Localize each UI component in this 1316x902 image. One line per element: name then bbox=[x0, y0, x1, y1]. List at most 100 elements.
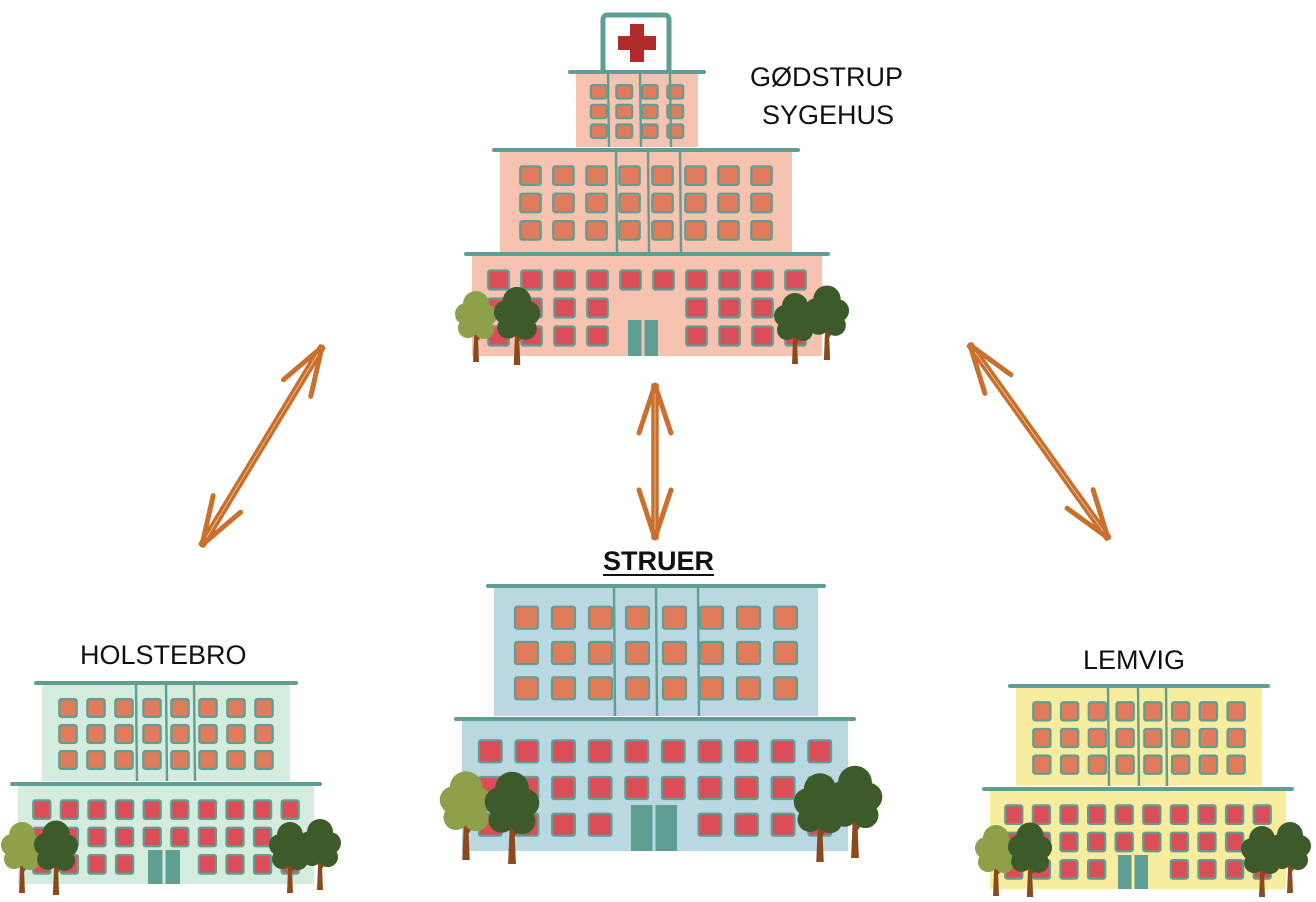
window bbox=[142, 724, 162, 744]
window bbox=[59, 799, 80, 821]
window bbox=[1142, 831, 1162, 853]
window bbox=[254, 698, 274, 718]
window bbox=[718, 269, 741, 291]
door-left bbox=[1118, 855, 1132, 889]
window bbox=[114, 724, 134, 744]
window bbox=[254, 750, 274, 770]
window bbox=[750, 165, 773, 187]
window bbox=[661, 605, 688, 630]
window bbox=[58, 698, 78, 718]
window bbox=[587, 676, 614, 701]
window bbox=[685, 297, 708, 319]
window bbox=[751, 269, 774, 291]
window bbox=[114, 799, 135, 821]
window bbox=[734, 775, 759, 801]
label-godstrup-line2: SYGEHUS bbox=[762, 100, 895, 130]
window bbox=[651, 165, 674, 187]
window bbox=[32, 799, 52, 821]
sign-frame bbox=[600, 12, 672, 72]
window bbox=[587, 775, 613, 801]
arrow-shaft bbox=[201, 346, 326, 548]
window bbox=[197, 826, 218, 848]
window bbox=[615, 123, 634, 139]
window bbox=[1224, 831, 1245, 853]
window bbox=[735, 640, 762, 666]
window bbox=[1226, 701, 1246, 722]
tree-foliage bbox=[839, 787, 871, 820]
window bbox=[640, 123, 659, 139]
tree bbox=[804, 285, 850, 360]
window bbox=[697, 775, 723, 801]
window bbox=[87, 826, 107, 848]
tree bbox=[484, 771, 540, 864]
window bbox=[226, 698, 246, 718]
arrow-shaft bbox=[966, 344, 1109, 541]
tree-foliage bbox=[278, 839, 302, 863]
facade-divider bbox=[638, 71, 643, 148]
window bbox=[1115, 727, 1135, 749]
window bbox=[770, 739, 796, 764]
window bbox=[651, 219, 674, 241]
window bbox=[718, 325, 741, 347]
window bbox=[684, 219, 707, 241]
window bbox=[1170, 701, 1191, 722]
window bbox=[586, 297, 609, 319]
window bbox=[553, 297, 576, 319]
window bbox=[252, 853, 273, 875]
window bbox=[552, 192, 575, 214]
facade-divider bbox=[696, 585, 701, 717]
window bbox=[585, 219, 608, 241]
window bbox=[86, 698, 106, 718]
window bbox=[114, 853, 135, 875]
window bbox=[142, 826, 162, 848]
window bbox=[519, 219, 542, 241]
window bbox=[487, 269, 510, 291]
window bbox=[58, 750, 78, 770]
tree bbox=[1241, 826, 1283, 897]
window bbox=[1198, 701, 1219, 722]
window bbox=[550, 640, 577, 666]
window bbox=[589, 103, 608, 120]
tree bbox=[33, 820, 79, 895]
label-godstrup-line1: GØDSTRUP bbox=[750, 62, 904, 92]
window bbox=[587, 812, 613, 837]
window bbox=[1086, 804, 1107, 826]
window bbox=[170, 750, 190, 770]
window bbox=[751, 325, 774, 347]
facade-divider bbox=[1106, 685, 1111, 787]
tree bbox=[299, 819, 341, 890]
window bbox=[1004, 804, 1024, 826]
facade-divider bbox=[614, 149, 619, 253]
window bbox=[717, 219, 740, 241]
window bbox=[225, 826, 245, 848]
window bbox=[142, 750, 162, 770]
window bbox=[1170, 754, 1191, 775]
window bbox=[170, 799, 190, 821]
door-right bbox=[655, 805, 677, 851]
tree bbox=[493, 286, 541, 365]
window bbox=[1087, 701, 1108, 722]
arrow-godstrup-holstebro bbox=[198, 344, 326, 548]
window bbox=[513, 640, 540, 666]
window bbox=[1115, 754, 1135, 775]
tree-foliage bbox=[1250, 843, 1274, 867]
window bbox=[58, 724, 78, 744]
tree-foliage bbox=[451, 792, 481, 823]
door-left bbox=[148, 850, 163, 884]
window bbox=[1143, 727, 1163, 749]
tree-foliage bbox=[10, 839, 34, 863]
window bbox=[114, 826, 135, 848]
window bbox=[514, 739, 540, 764]
window bbox=[551, 812, 576, 837]
window bbox=[807, 739, 833, 764]
window bbox=[1169, 858, 1190, 880]
window bbox=[552, 165, 575, 187]
window bbox=[1059, 831, 1079, 853]
window bbox=[553, 325, 576, 347]
window bbox=[734, 812, 759, 837]
cross-icon bbox=[618, 24, 656, 62]
arrow-head bbox=[280, 344, 325, 399]
window bbox=[1143, 754, 1163, 775]
